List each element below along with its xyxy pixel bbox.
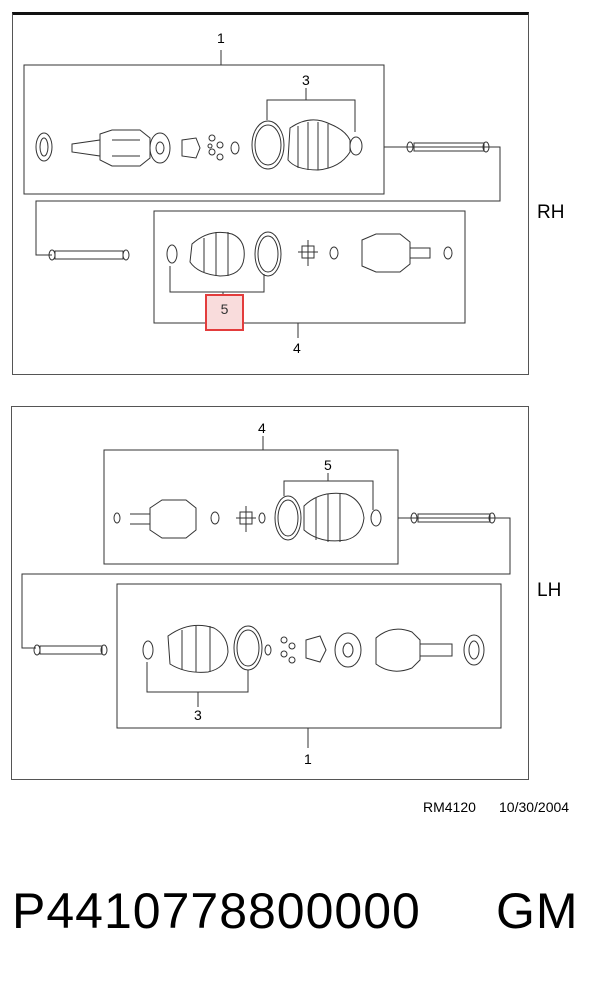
lh-inner-joint-parts xyxy=(113,492,382,542)
lh-shaft-upper xyxy=(410,512,496,524)
highlighted-callout-5[interactable]: 5 xyxy=(205,294,244,331)
rh-shaft-lower xyxy=(48,249,130,261)
lh-shaft-lower xyxy=(33,644,108,656)
lh-callout-5: 5 xyxy=(324,457,332,473)
lh-outer-joint-parts xyxy=(142,624,485,673)
lh-connector-line xyxy=(21,517,511,649)
rh-assembly-4-frame xyxy=(153,210,466,324)
lh-callout-1: 1 xyxy=(304,751,312,767)
lh-assembly-1-frame xyxy=(116,583,502,729)
brand-name: GM xyxy=(496,883,579,939)
lh-callout-4: 4 xyxy=(258,420,266,436)
reference-date: 10/30/2004 xyxy=(499,799,570,815)
rh-callout-5: 5 xyxy=(220,301,229,317)
rh-inner-joint-parts xyxy=(166,231,453,277)
reference-code: RM4120 xyxy=(423,799,476,815)
rh-callout-3: 3 xyxy=(302,72,310,88)
rh-connector-line xyxy=(35,146,501,256)
rh-side-label: RH xyxy=(537,202,565,223)
lh-side-label: LH xyxy=(537,580,562,601)
lh-callout-3: 3 xyxy=(194,707,202,723)
rh-shaft-upper xyxy=(406,141,490,153)
lh-assembly-4-frame xyxy=(103,449,399,565)
lh-diagram-panel xyxy=(11,406,529,780)
rh-callout-4: 4 xyxy=(293,340,301,356)
part-number: P4410778800000 xyxy=(12,883,421,939)
rh-callout-1: 1 xyxy=(217,30,225,46)
rh-outer-joint-parts xyxy=(35,129,240,167)
rh-assembly-1-frame xyxy=(23,64,385,195)
rh-boot-parts xyxy=(251,119,363,171)
